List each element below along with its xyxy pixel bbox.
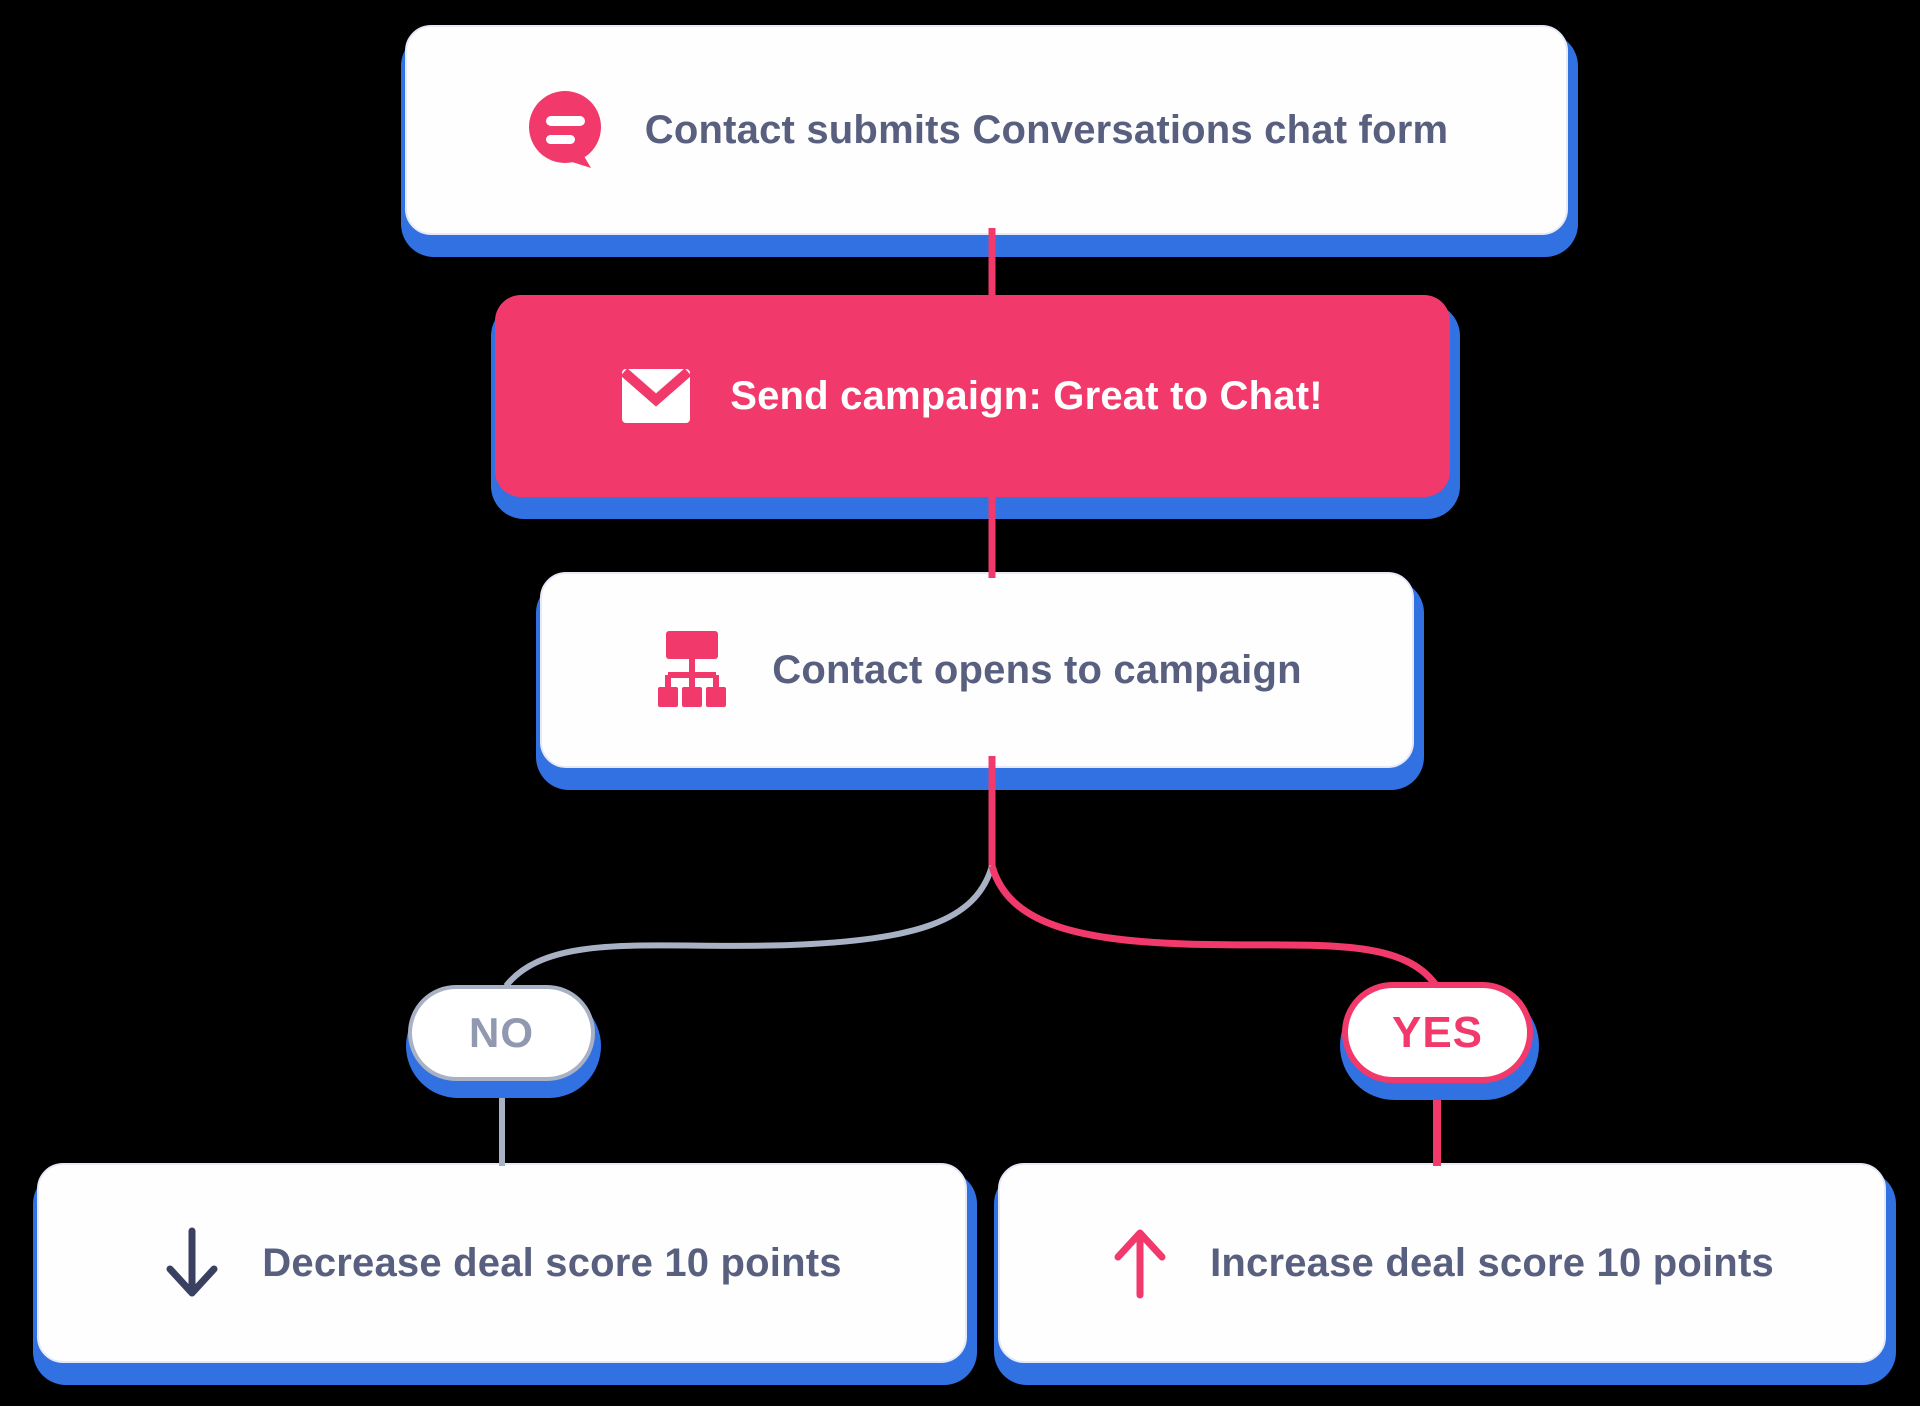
arrow-down-icon [162,1225,222,1301]
envelope-icon [622,369,691,423]
branch-no-pill[interactable]: NO [408,985,595,1081]
branch-yes-label: YES [1391,1007,1484,1057]
node-contact-opens[interactable]: Contact opens to campaign [540,572,1414,768]
node-label: Decrease deal score 10 points [262,1240,842,1285]
node-label: Contact opens to campaign [772,647,1302,692]
node-increase-score[interactable]: Increase deal score 10 points [998,1163,1886,1363]
edge-fork-to-no [503,865,995,988]
chat-bubble-icon [525,89,605,171]
node-label: Send campaign: Great to Chat! [730,373,1323,418]
branch-yes-pill[interactable]: YES [1342,982,1533,1083]
edge-fork-to-yes [988,864,1438,987]
node-label: Contact submits Conversations chat form [644,107,1449,152]
sitemap-icon [652,631,732,709]
node-send-campaign[interactable]: Send campaign: Great to Chat! [495,295,1450,497]
node-trigger-chat-form[interactable]: Contact submits Conversations chat form [405,25,1568,235]
node-decrease-score[interactable]: Decrease deal score 10 points [37,1163,967,1363]
arrow-up-icon [1110,1225,1170,1301]
node-label: Increase deal score 10 points [1210,1240,1774,1285]
branch-no-label: NO [469,1009,534,1056]
